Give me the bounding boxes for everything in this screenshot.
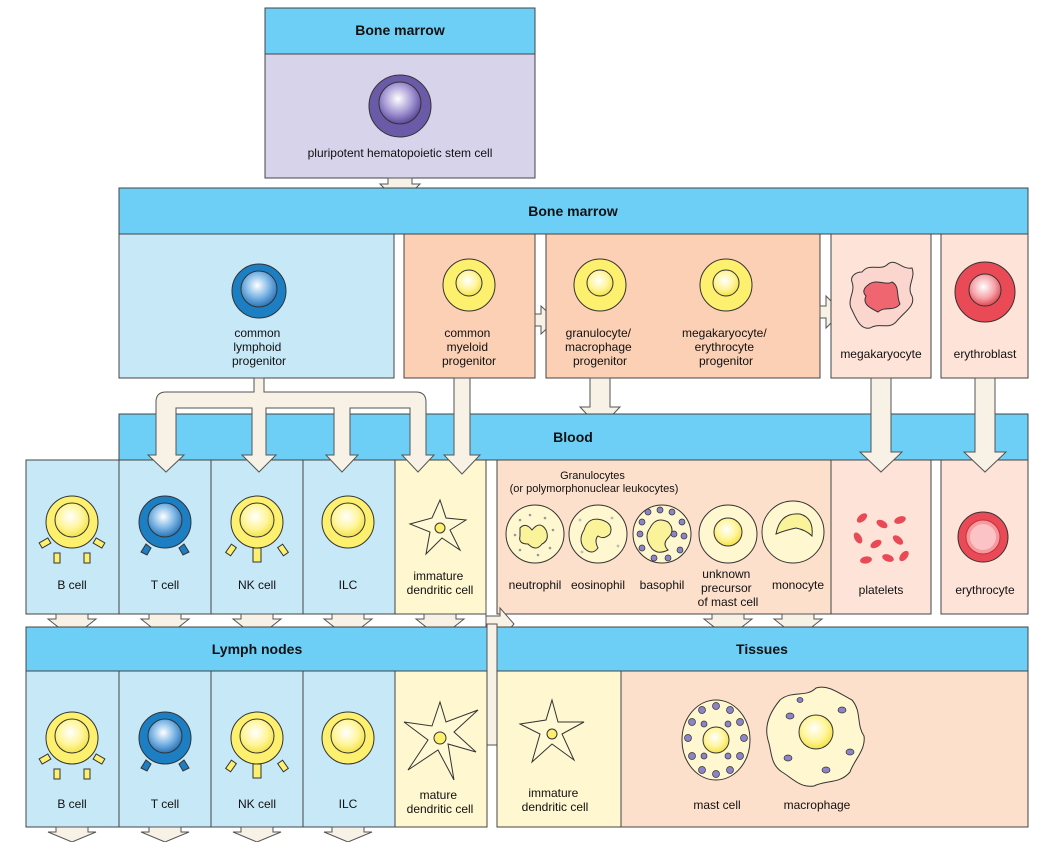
mature-dc-label-2: dendritic cell — [407, 802, 474, 816]
blood-bcell-icon — [38, 495, 106, 564]
mature-dc-label-1: mature — [420, 788, 458, 802]
mast-precursor-label-3: of mast cell — [698, 595, 759, 609]
lymph-ilc-icon — [321, 711, 375, 765]
lymph-ilc-label: ILC — [339, 797, 358, 811]
mature-dc-icon — [403, 700, 479, 781]
svg-text:unknown precursor of m: unknown precursor of mast cell — [698, 567, 759, 609]
mep-label-2: erythrocyte — [695, 340, 755, 354]
svg-text:granulocyte/ macrophage: granulocyte/ macrophage progenitor — [565, 326, 635, 368]
mast-precursor-label-1: unknown — [702, 567, 750, 581]
granulocytes-subtitle: (or polymorphonuclear leukocytes) — [510, 483, 679, 495]
basophil-label: basophil — [640, 578, 685, 592]
svg-text:mature dendritic cell: mature dendritic cell — [407, 788, 474, 816]
svg-text:immature dendritic cell: immature dendritic cell — [522, 786, 589, 814]
blood-to-lymph-arrows — [46, 613, 824, 639]
bone-marrow-header-top: Bone marrow — [355, 22, 445, 38]
svg-text:megakaryocyte/ erythrocy: megakaryocyte/ erythrocyte progenitor — [682, 326, 770, 368]
myeloid-label-2: myeloid — [447, 340, 488, 354]
lymphoid-label-3: progenitor — [232, 354, 286, 368]
mast-cell-icon — [681, 699, 751, 781]
erythrocyte-icon — [957, 511, 1009, 563]
monocyte-label: monocyte — [772, 578, 824, 592]
myeloid-label-3: progenitor — [442, 354, 496, 368]
arrow-ery-down — [962, 377, 1008, 473]
gm-label-3: progenitor — [573, 354, 627, 368]
svg-text:immature dendritic cell: immature dendritic cell — [407, 569, 474, 597]
erythroblast-panel: erythroblast — [940, 233, 1029, 379]
arrow-myeloid-down — [442, 377, 482, 475]
blood-bcell-label: B cell — [57, 578, 86, 592]
megakaryocyte-panel: megakaryocyte — [830, 233, 932, 379]
lymph-bcell-label: B cell — [57, 797, 86, 811]
bone-marrow-band — [118, 187, 1029, 235]
lymph-nkcell-label: NK cell — [238, 797, 276, 811]
platelets-icon — [853, 513, 909, 564]
mast-precursor-label-2: precursor — [701, 581, 752, 595]
tissue-immature-dc-icon — [518, 698, 585, 764]
mast-precursor-icon — [698, 504, 758, 564]
svg-text:common myeloid pro: common myeloid progenitor — [442, 326, 496, 368]
svg-text:Granulocytes (or polymorph: Granulocytes (or polymorphonuclear leuko… — [510, 470, 679, 495]
neutrophil-label: neutrophil — [509, 578, 562, 592]
eosinophil-label: eosinophil — [571, 578, 625, 592]
blood-dc-label-1: immature — [413, 569, 463, 583]
mep-label-1: megakaryocyte/ — [682, 326, 767, 340]
lymph-nodes-header: Lymph nodes — [212, 641, 303, 657]
blood-platelet-panel — [830, 459, 932, 615]
myeloid-label-1: common — [444, 326, 490, 340]
tissue-dc-label-2: dendritic cell — [522, 800, 589, 814]
macrophage-icon — [766, 686, 865, 787]
gm-mep-panel: granulocyte/ macrophage progenitor megak… — [545, 233, 821, 379]
blood-ilc-icon — [321, 495, 375, 549]
stem-cell-icon — [368, 74, 432, 138]
gm-label-1: granulocyte/ — [566, 326, 632, 340]
blood-header: Blood — [553, 429, 593, 445]
stem-cell-panel: Bone marrow pluripotent hematopoietic st… — [264, 7, 536, 179]
stem-cell-label: pluripotent hematopoietic stem cell — [308, 146, 493, 160]
bone-marrow-header-mid: Bone marrow — [528, 203, 618, 219]
myeloid-progenitor-icon — [442, 258, 496, 312]
platelets-label: platelets — [859, 583, 904, 597]
basophil-icon — [632, 504, 692, 564]
blood-ilc-label: ILC — [339, 578, 358, 592]
lymphoid-label-1: common — [234, 326, 280, 340]
svg-text:common lymphoid pr: common lymphoid progenitor — [232, 326, 286, 368]
lymphoid-branch-arrows — [146, 377, 436, 473]
lymph-tcell-icon — [138, 711, 192, 772]
blood-dc-label-2: dendritic cell — [407, 583, 474, 597]
blood-nkcell-label: NK cell — [238, 578, 276, 592]
gm-progenitor-icon — [573, 258, 627, 312]
lymphoid-label-2: lymphoid — [233, 340, 281, 354]
blood-tcell-icon — [138, 495, 192, 556]
neutrophil-icon — [505, 504, 565, 564]
tissues-header: Tissues — [736, 641, 788, 657]
arrow-mega-down — [858, 377, 904, 473]
tissue-dc-label-1: immature — [528, 786, 578, 800]
bottom-continuation-arrows — [47, 826, 373, 842]
blood-nkcell-icon — [224, 495, 290, 563]
lymph-bcell-icon — [38, 711, 106, 780]
lymphoid-progenitor-icon — [231, 263, 287, 319]
mep-label-3: progenitor — [699, 354, 753, 368]
megakaryocyte-label: megakaryocyte — [840, 347, 922, 361]
lymph-nkcell-icon — [224, 711, 290, 779]
eosinophil-icon — [568, 504, 628, 564]
monocyte-icon — [761, 500, 825, 564]
gm-label-2: macrophage — [565, 340, 632, 354]
lymph-tcell-label: T cell — [151, 797, 179, 811]
erythrocyte-label: erythrocyte — [955, 583, 1015, 597]
macrophage-label: macrophage — [784, 798, 851, 812]
blood-tcell-label: T cell — [151, 578, 179, 592]
blood-immature-dc-icon — [408, 498, 468, 556]
tissues-band — [496, 626, 1029, 672]
lymph-nodes-band — [25, 626, 488, 672]
mep-progenitor-icon — [699, 258, 753, 312]
lymphoid-progenitor-panel: common lymphoid progenitor — [118, 233, 395, 379]
erythroblast-label: erythroblast — [954, 347, 1017, 361]
mast-cell-label: mast cell — [693, 798, 740, 812]
erythroblast-icon — [954, 261, 1016, 323]
granulocytes-title: Granulocytes — [560, 470, 625, 482]
myeloid-progenitor-panel: common myeloid progenitor — [403, 233, 536, 379]
